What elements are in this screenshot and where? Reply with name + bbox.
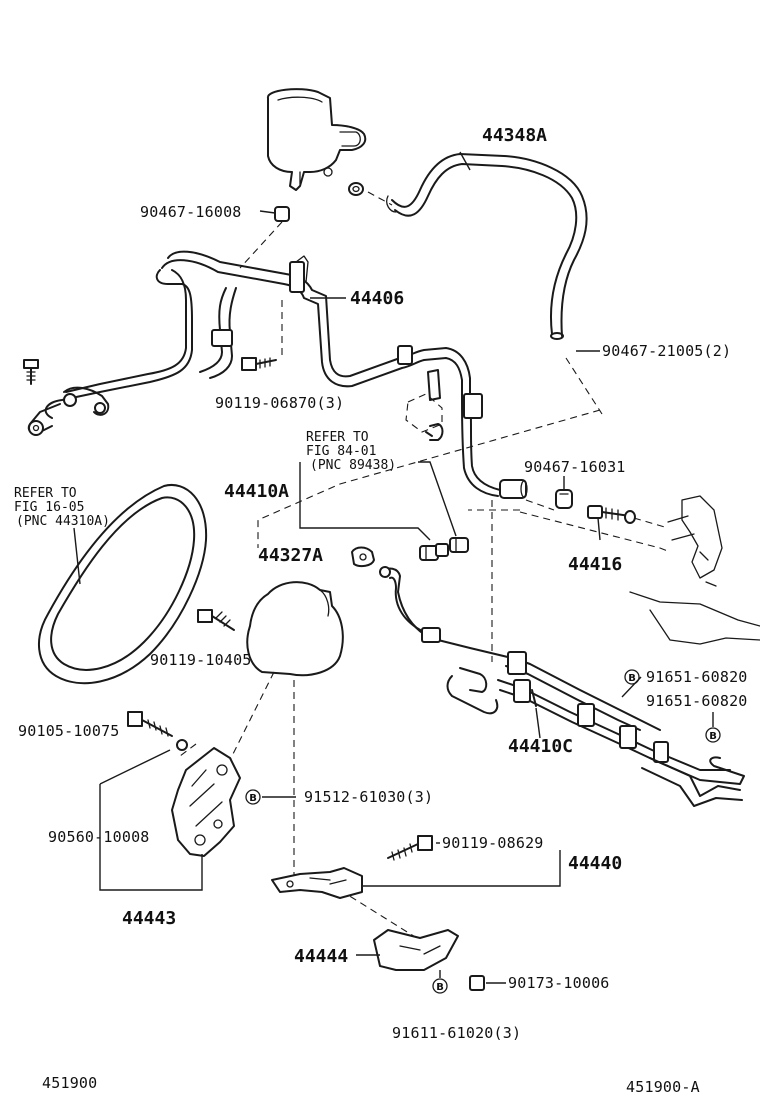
bracket-44444 (373, 929, 459, 971)
ref-fig8401-line3: (PNC 89438) (310, 458, 396, 473)
svg-text:B: B (436, 982, 444, 993)
clip-90467-16031 (555, 489, 573, 509)
ref-fig1605-line2: FIG 16-05 (14, 500, 84, 515)
return-tubes-44410c (446, 667, 745, 807)
label-clip-90467-16031: 90467-16031 (524, 458, 626, 476)
steering-gear-housing (629, 495, 760, 645)
ref-fig1605-line3: (PNC 44310A) (16, 514, 110, 529)
label-clip-90467-16008: 90467-16008 (140, 203, 242, 221)
return-hose-44348a (386, 153, 588, 340)
label-clip-90467-21005: 90467-21005(2) (602, 342, 731, 360)
label-bolt-90119-10405: 90119-10405 (150, 651, 252, 669)
label-nut-90173-10006: 90173-10006 (508, 974, 610, 992)
drive-belt (37, 483, 208, 685)
pressure-tube-44406 (27, 250, 528, 499)
bolt-90105-10075 (127, 711, 173, 737)
label-bolt-91512-61030: 91512-61030(3) (304, 788, 433, 806)
label-hose-44410a: 44410A (224, 481, 289, 502)
pressure-hose-44410a (379, 566, 661, 731)
svg-text:B: B (628, 673, 636, 684)
label-bracket-44440: 44440 (568, 853, 622, 874)
pump-bracket-44443 (171, 747, 241, 857)
label-gasket-44327a: 44327A (258, 545, 323, 566)
union-44416 (587, 505, 636, 541)
b-marker: B (432, 978, 448, 994)
gasket-44327a (351, 546, 375, 568)
label-bolt-90119-08629: 90119-08629 (442, 834, 544, 852)
reservoir-tank-illustration (267, 88, 367, 191)
label-bolt-91651-60820-a: 91651-60820 (646, 668, 748, 686)
reference-fig-84-01: REFER TO FIG 84-01 (PNC 89438) (299, 430, 457, 541)
svg-text:B: B (709, 731, 717, 742)
bolt-90119-06870 (241, 357, 277, 371)
reference-fig-16-05: REFER TO FIG 16-05 (PNC 44310A) (14, 486, 110, 529)
ref-fig8401-line2: FIG 84-01 (306, 444, 376, 459)
svg-text:B: B (249, 793, 257, 804)
label-bolt-90119-06870: 90119-06870(3) (215, 394, 344, 412)
b-marker: B (624, 669, 640, 685)
footer-figure-number: 451900 (42, 1074, 97, 1092)
label-union-44416: 44416 (568, 554, 622, 575)
label-bracket-44443: 44443 (122, 908, 176, 929)
label-tube-44406: 44406 (350, 288, 404, 309)
label-bolt-90105-10075: 90105-10075 (18, 722, 120, 740)
footer-figure-variant: 451900-A (626, 1078, 700, 1096)
b-marker: B (245, 789, 261, 805)
bolt-90119-10405 (197, 609, 235, 631)
nut-90560-10008 (176, 739, 188, 751)
ref-fig1605-line1: REFER TO (14, 486, 77, 501)
grommet (348, 182, 364, 196)
label-nut-90560-10008: 90560-10008 (48, 828, 150, 846)
label-bolt-91651-60820-b: 91651-60820 (646, 692, 748, 710)
bolt-left (23, 359, 39, 385)
label-bracket-44444: 44444 (294, 946, 348, 967)
union-bracket (405, 393, 444, 441)
nut-90173-10006 (469, 975, 485, 991)
label-hose-44348a: 44348A (482, 125, 547, 146)
ref-fig8401-line1: REFER TO (306, 430, 369, 445)
b-marker: B (705, 727, 721, 743)
pressure-fittings (419, 537, 469, 561)
label-tube-44410c: 44410C (508, 736, 573, 757)
clip-90467-16008 (274, 206, 290, 222)
label-bolt-91611-61020: 91611-61020(3) (392, 1024, 521, 1042)
bracket-44440 (271, 867, 363, 899)
bolt-90119-08629 (387, 835, 433, 861)
vane-pump (246, 581, 344, 677)
